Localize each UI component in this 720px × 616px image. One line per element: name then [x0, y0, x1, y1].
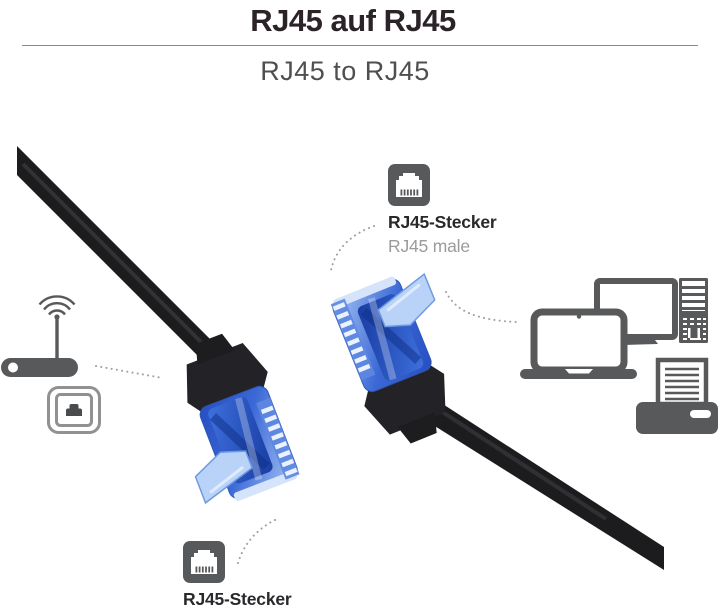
callout-subtitle: RJ45 male: [388, 236, 470, 256]
dotted-line-top-callout: [330, 225, 375, 271]
page-subtitle: RJ45 to RJ45: [260, 56, 430, 86]
cable-right: [406, 388, 664, 570]
wifi-router-icon: [1, 295, 78, 377]
dotted-callout-lines: [95, 225, 517, 564]
callout-rj45-male-top: RJ45-Stecker RJ45 male: [388, 164, 558, 257]
printer-icon: [636, 357, 718, 434]
divider-line: [22, 45, 698, 46]
dotted-line-devices: [445, 291, 517, 323]
rj45-port-icon: [388, 164, 430, 206]
laptop-icon: [520, 308, 637, 379]
dotted-line-router: [95, 365, 164, 379]
rj45-plug-left: [151, 323, 307, 512]
callout-rj45-male-bottom: RJ45-Stecker RJ45 male: [183, 541, 353, 616]
cable-left: [17, 146, 225, 383]
callout-title: RJ45-Stecker: [388, 212, 497, 232]
callout-title: RJ45-Stecker: [183, 589, 292, 609]
pc-tower-icon: [679, 278, 708, 343]
page-title: RJ45 auf RJ45: [250, 3, 456, 38]
rj45-port-icon: [183, 541, 225, 583]
wall-socket-icon: [47, 386, 101, 434]
dotted-line-bottom-callout: [237, 518, 278, 564]
callout-subtitle: RJ45 male: [183, 613, 353, 616]
